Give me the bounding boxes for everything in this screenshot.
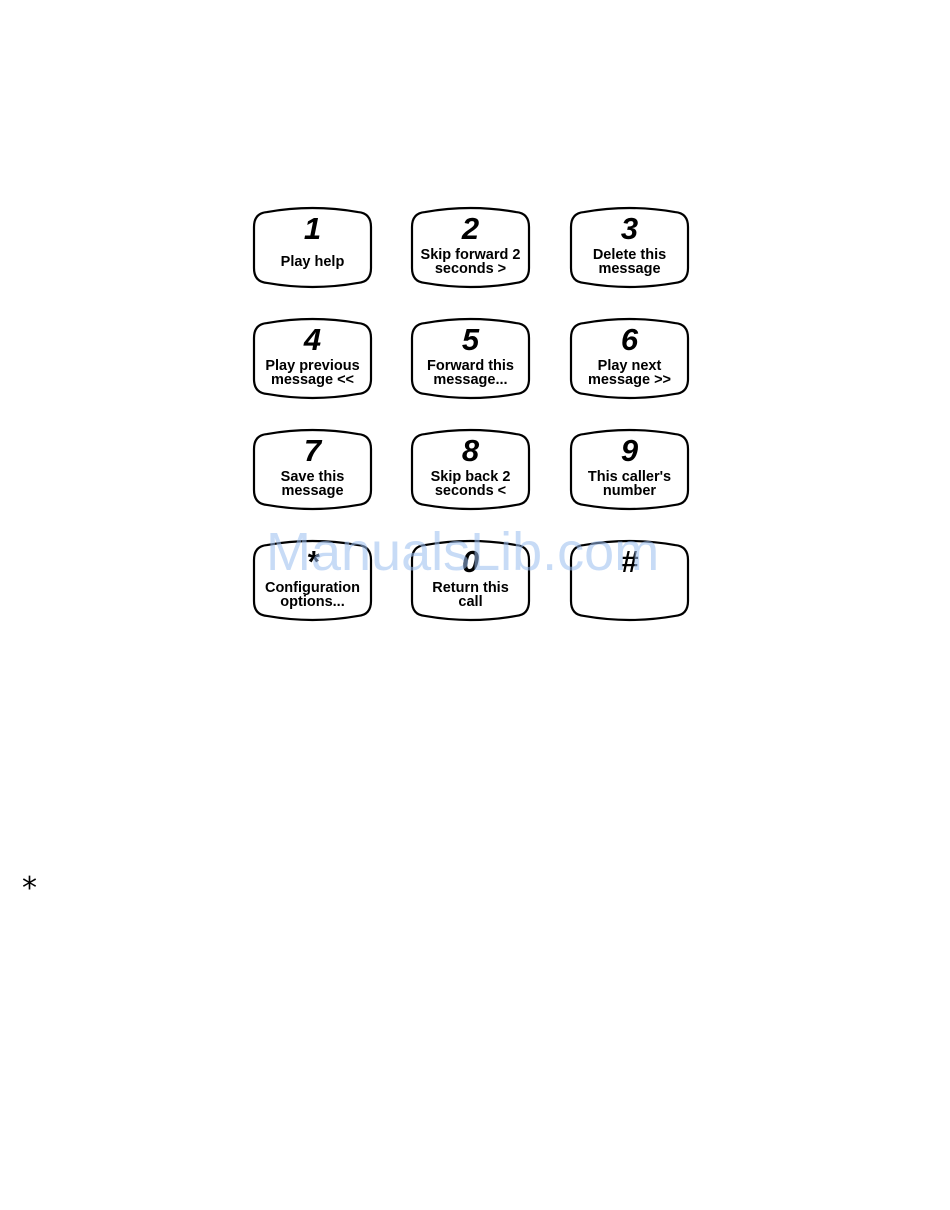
key-label: Play help [281, 254, 345, 270]
star-symbol: * [22, 874, 37, 904]
key-pound: # [571, 541, 688, 620]
key-digit: 6 [621, 322, 639, 357]
key-label: seconds > [435, 261, 506, 277]
key-digit: * [306, 544, 320, 579]
key-digit: 0 [462, 544, 479, 579]
key-digit: 7 [304, 433, 323, 468]
key-digit: 8 [462, 433, 480, 468]
key-star: *Configurationoptions... [254, 541, 371, 620]
key-digit: 2 [461, 211, 479, 246]
key-digit: 1 [304, 211, 321, 246]
key-label: message [281, 483, 343, 499]
key-digit: # [621, 544, 639, 579]
key-label: number [603, 483, 657, 499]
key-digit: 5 [462, 322, 480, 357]
key-digit: 9 [621, 433, 639, 468]
key-label: message >> [588, 372, 671, 388]
key-label: message... [433, 372, 507, 388]
key-label: call [458, 594, 482, 610]
key-label: message << [271, 372, 354, 388]
key-label: message [598, 261, 660, 277]
key-digit: 4 [303, 322, 321, 357]
key-label: seconds < [435, 483, 506, 499]
key-label: options... [280, 594, 344, 610]
key-digit: 3 [621, 211, 638, 246]
